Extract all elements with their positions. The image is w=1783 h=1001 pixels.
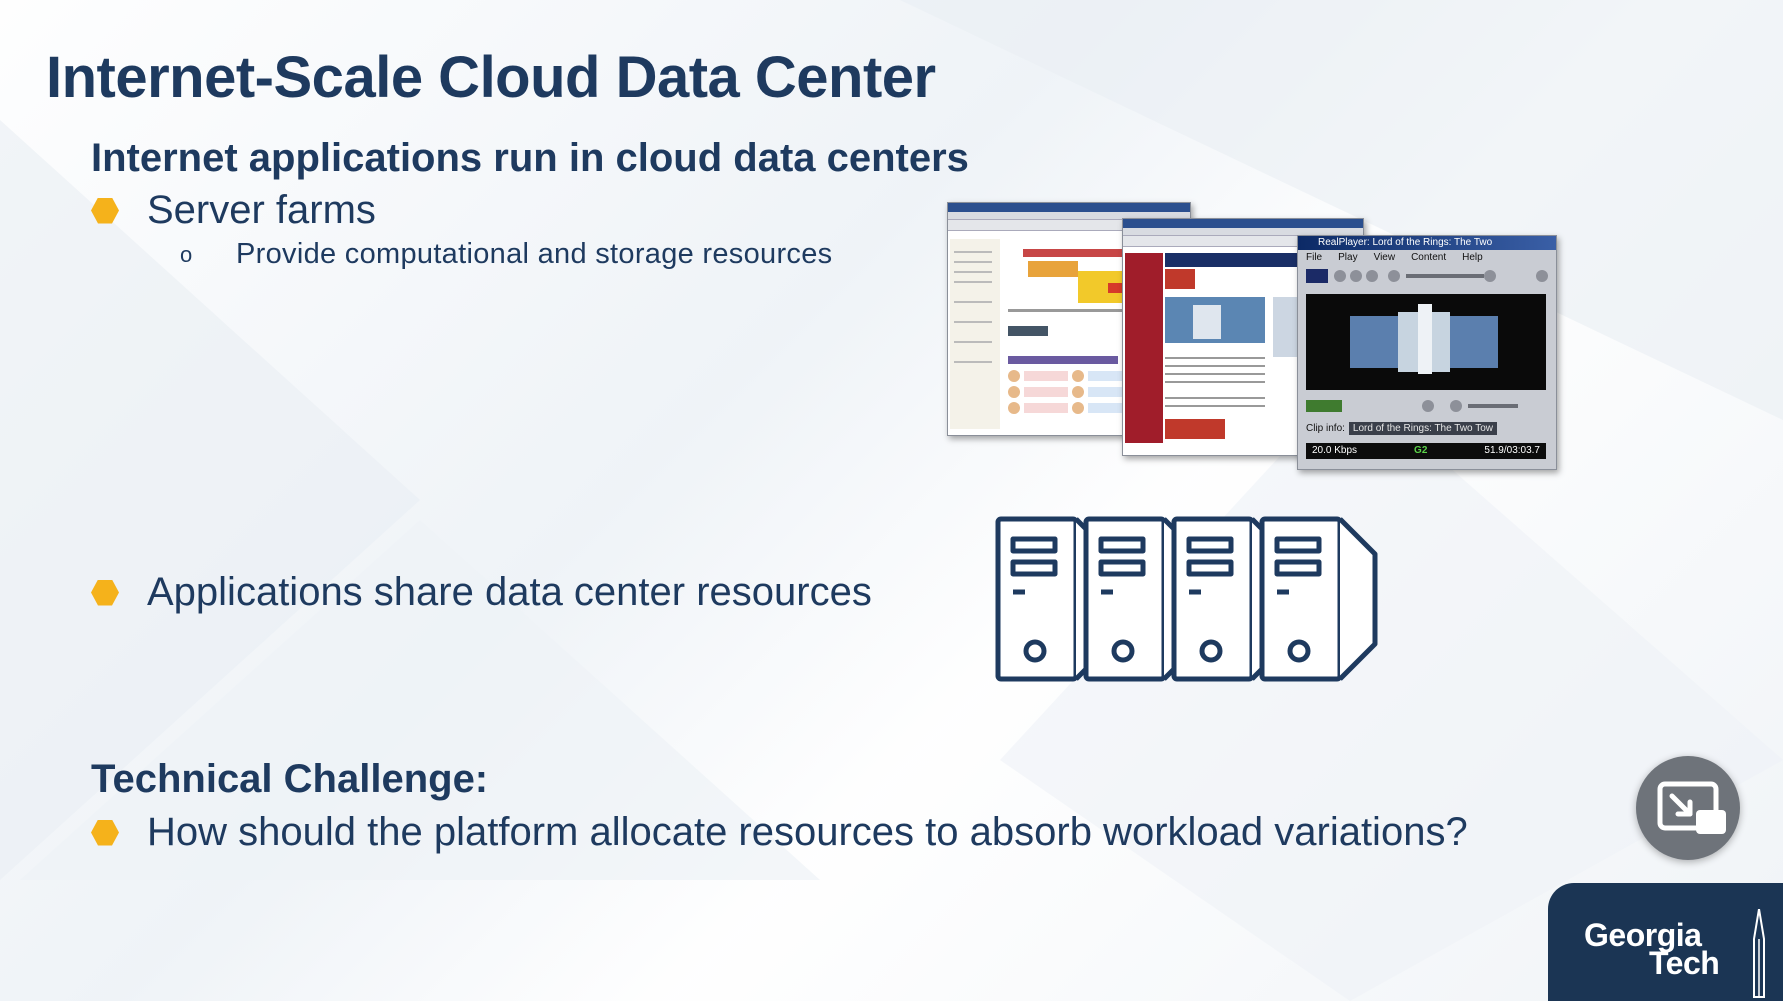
- slide-title: Internet-Scale Cloud Data Center: [46, 45, 936, 110]
- challenge-heading: Technical Challenge:: [91, 757, 489, 801]
- georgia-tech-logo: Georgia Tech: [1548, 883, 1783, 1001]
- bullet-text: How should the platform allocate resourc…: [147, 810, 1468, 854]
- hexagon-bullet-icon: [91, 579, 119, 606]
- hexagon-bullet-icon: [91, 197, 119, 224]
- clip-info: Clip info:Lord of the Rings: The Two Tow: [1306, 422, 1497, 435]
- playback-time: 51.9/03:03.7: [1484, 445, 1540, 456]
- sub-bullet-text: Provide computational and storage resour…: [236, 238, 833, 270]
- menu-view: View: [1373, 252, 1396, 263]
- realplayer-lower-controls: [1306, 400, 1518, 412]
- subheading: Internet applications run in cloud data …: [91, 136, 969, 180]
- realplayer-title: RealPlayer: Lord of the Rings: The Two: [1298, 236, 1556, 250]
- hexagon-bullet-icon: [91, 819, 119, 846]
- clip-name: Lord of the Rings: The Two Tow: [1348, 422, 1497, 435]
- sub-bullet: o Provide computational and storage reso…: [180, 238, 832, 271]
- video-frame: [1306, 294, 1546, 390]
- bullet-share-resources: Applications share data center resources: [91, 570, 872, 615]
- server-farm-illustration: [995, 514, 1385, 691]
- logo-line1: Georgia: [1584, 917, 1702, 953]
- menu-file: File: [1306, 252, 1323, 263]
- realplayer-controls: [1306, 269, 1548, 283]
- bullet-server-farms: Server farms: [91, 188, 376, 233]
- menu-content: Content: [1411, 252, 1447, 263]
- realplayer-status-bar: 20.0 Kbps G2 51.9/03:03.7: [1306, 443, 1546, 459]
- clip-label: Clip info:: [1306, 423, 1345, 434]
- server-tower-icon: [1259, 516, 1378, 682]
- bullet-challenge: How should the platform allocate resourc…: [91, 810, 1468, 855]
- server-tower-icon: [1171, 516, 1270, 682]
- server-tower-icon: [995, 516, 1094, 682]
- exit-fullscreen-button[interactable]: [1636, 756, 1740, 860]
- server-tower-icon: [1083, 516, 1182, 682]
- g2-badge: G2: [1414, 445, 1428, 456]
- bullet-text: Server farms: [147, 188, 376, 232]
- realplayer-menu: File Play View Content Help: [1298, 250, 1556, 265]
- circle-bullet-icon: o: [180, 241, 193, 267]
- web-screenshots-collage: RealPlayer: Lord of the Rings: The Two F…: [947, 202, 1557, 472]
- exit-fullscreen-icon: [1657, 781, 1726, 834]
- realplayer-screenshot: RealPlayer: Lord of the Rings: The Two F…: [1297, 235, 1557, 470]
- menu-help: Help: [1462, 252, 1483, 263]
- logo-line2: Tech: [1649, 945, 1720, 981]
- tech-tower-icon: [1753, 909, 1765, 998]
- bitrate: 20.0 Kbps: [1312, 445, 1358, 456]
- menu-play: Play: [1338, 252, 1358, 263]
- bullet-text: Applications share data center resources: [147, 570, 872, 614]
